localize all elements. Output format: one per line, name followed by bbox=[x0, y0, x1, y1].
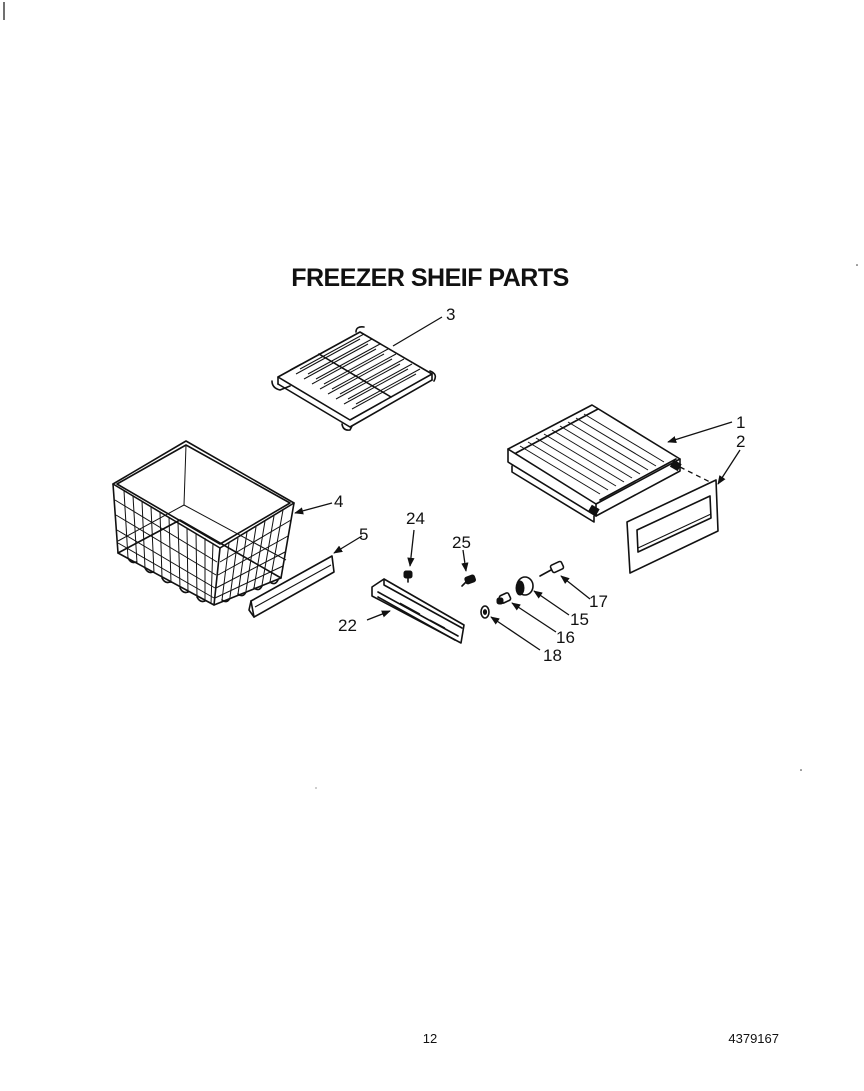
callout-24: 24 bbox=[406, 509, 425, 528]
leader-1 bbox=[667, 421, 733, 444]
part-18-washer bbox=[480, 605, 490, 619]
callout-2: 2 bbox=[736, 432, 745, 451]
callout-18: 18 bbox=[543, 646, 562, 665]
leader-17 bbox=[560, 575, 591, 600]
callout-4: 4 bbox=[334, 492, 343, 511]
callout-1: 1 bbox=[736, 413, 745, 432]
leader-4 bbox=[294, 502, 333, 515]
callout-17: 17 bbox=[589, 592, 608, 611]
part-15-roller bbox=[515, 576, 534, 596]
leader-3 bbox=[392, 316, 443, 347]
leader-22 bbox=[366, 610, 391, 621]
callout-15: 15 bbox=[570, 610, 589, 629]
callout-3: 3 bbox=[446, 305, 455, 324]
leader-15 bbox=[533, 590, 570, 616]
scan-speck bbox=[315, 787, 317, 789]
leader-25 bbox=[461, 549, 469, 572]
scan-speck bbox=[856, 264, 858, 266]
callout-5: 5 bbox=[359, 525, 368, 544]
leader-18 bbox=[490, 616, 541, 651]
part-5-basket-trim bbox=[248, 555, 335, 618]
scan-speck bbox=[800, 769, 802, 771]
leader-16 bbox=[511, 602, 557, 633]
callout-25: 25 bbox=[452, 533, 471, 552]
assembly-line-1-2 bbox=[679, 466, 719, 487]
diagram-title: FREEZER SHEIF PARTS bbox=[291, 264, 569, 292]
document-number: 4379167 bbox=[728, 1031, 779, 1046]
leader-2 bbox=[717, 449, 741, 485]
leader-24 bbox=[407, 529, 415, 567]
callout-22: 22 bbox=[338, 616, 357, 635]
part-24-screw bbox=[403, 570, 413, 583]
part-1-shelf bbox=[507, 404, 682, 523]
part-25-screw bbox=[461, 574, 477, 587]
part-22-slide-rail bbox=[371, 578, 465, 644]
callout-16: 16 bbox=[556, 628, 575, 647]
part-17-bolt bbox=[539, 560, 565, 577]
page-number: 12 bbox=[423, 1031, 437, 1046]
part-4-wire-basket bbox=[112, 440, 295, 606]
part-3-wire-shelf bbox=[271, 326, 437, 431]
leader-5 bbox=[333, 535, 363, 554]
part-16-bushing bbox=[496, 592, 512, 605]
part-2-trim bbox=[626, 479, 719, 574]
